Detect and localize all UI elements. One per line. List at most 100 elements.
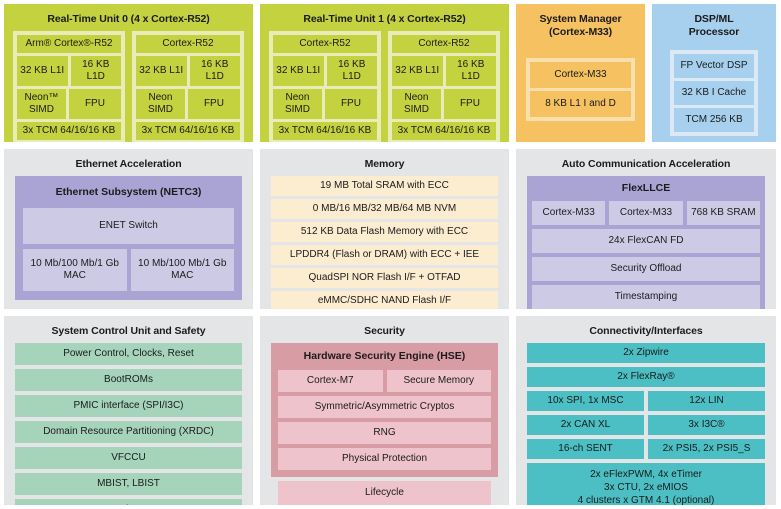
scu-item-list: Power Control, Clocks, Reset BootROMs PM… xyxy=(12,343,245,505)
core-name: Cortex-R52 xyxy=(273,35,377,53)
hse-item: Symmetric/Asymmetric Cryptos xyxy=(278,396,491,418)
panel-dsp-ml-processor: DSP/ML Processor FP Vector DSP 32 KB I C… xyxy=(652,4,776,142)
ethernet-subsystem-title: Ethernet Subsystem (NETC3) xyxy=(55,186,202,198)
core-fpu: FPU xyxy=(324,89,377,119)
flexllce-group: FlexLLCE Cortex-M33 Cortex-M33 768 KB SR… xyxy=(527,176,765,309)
system-manager-title-line2: (Cortex-M33) xyxy=(549,26,612,38)
core-l1d: 16 KB L1D xyxy=(326,56,377,86)
flexllce-item: Timestamping xyxy=(532,285,760,309)
panel-title-auto-comm: Auto Communication Acceleration xyxy=(561,158,731,170)
core-l1-row: 32 KB L1I 16 KB L1D xyxy=(17,56,121,86)
core-l1-row: 32 KB L1I 16 KB L1D xyxy=(392,56,496,86)
panel-title-rtu1: Real-Time Unit 1 (4 x Cortex-R52) xyxy=(303,13,466,25)
system-manager-item: Cortex-M33 xyxy=(530,62,631,88)
ethernet-mac-row: 10 Mb/100 Mb/1 Gb MAC 10 Mb/100 Mb/1 Gb … xyxy=(23,249,234,291)
core-fpu: FPU xyxy=(443,89,496,119)
dsp-item: 32 KB I Cache xyxy=(674,81,754,105)
system-manager-title-line1: System Manager xyxy=(539,13,622,25)
panel-auto-communication-acceleration: Auto Communication Acceleration FlexLLCE… xyxy=(516,149,776,309)
dsp-title-line1: DSP/ML xyxy=(694,13,734,25)
panel-ethernet-acceleration: Ethernet Acceleration Ethernet Subsystem… xyxy=(4,149,253,309)
core-fpu: FPU xyxy=(187,89,240,119)
flexllce-top-row: Cortex-M33 Cortex-M33 768 KB SRAM xyxy=(532,201,760,225)
enet-switch: ENET Switch xyxy=(23,208,234,244)
core-box: Arm® Cortex®-R52 32 KB L1I 16 KB L1D Neo… xyxy=(13,31,125,142)
core-l1i: 32 KB L1I xyxy=(136,56,187,86)
core-simd: Neon™ SIMD xyxy=(17,89,66,119)
panel-real-time-unit-1: Real-Time Unit 1 (4 x Cortex-R52) Cortex… xyxy=(260,4,509,142)
dsp-item: FP Vector DSP xyxy=(674,54,754,78)
core-l1d: 16 KB L1D xyxy=(189,56,240,86)
scu-item: Debug xyxy=(15,499,242,505)
memory-item: 512 KB Data Flash Memory with ECC xyxy=(271,222,498,242)
hardware-security-engine-group: Hardware Security Engine (HSE) Cortex-M7… xyxy=(271,343,498,477)
core-simd: Neon SIMD xyxy=(136,89,185,119)
memory-item: 19 MB Total SRAM with ECC xyxy=(271,176,498,196)
panel-title-scu: System Control Unit and Safety xyxy=(51,325,206,337)
core-box: Cortex-R52 32 KB L1I 16 KB L1D Neon SIMD… xyxy=(269,31,381,142)
connectivity-pair-row: 16-ch SENT 2x PSI5, 2x PSI5_S xyxy=(527,439,765,459)
core-l1i: 32 KB L1I xyxy=(273,56,324,86)
panel-real-time-unit-0: Real-Time Unit 0 (4 x Cortex-R52) Arm® C… xyxy=(4,4,253,142)
panel-title-rtu0: Real-Time Unit 0 (4 x Cortex-R52) xyxy=(47,13,210,25)
flexllce-sram: 768 KB SRAM xyxy=(686,201,760,225)
connectivity-item: 10x SPI, 1x MSC xyxy=(527,391,644,411)
connectivity-flexray: 2x FlexRay® xyxy=(527,367,765,387)
scu-item: Power Control, Clocks, Reset xyxy=(15,343,242,365)
diagram-row-processing: Real-Time Unit 0 (4 x Cortex-R52) Arm® C… xyxy=(4,4,776,142)
core-l1-row: 32 KB L1I 16 KB L1D xyxy=(273,56,377,86)
core-tcm: 3x TCM 64/16/16 KB xyxy=(136,122,240,140)
flexllce-core: Cortex-M33 xyxy=(609,201,683,225)
core-name: Arm® Cortex®-R52 xyxy=(17,35,121,53)
core-simd-fpu-row: Neon SIMD FPU xyxy=(392,89,496,119)
system-manager-inner-group: Cortex-M33 8 KB L1 I and D xyxy=(526,58,635,121)
ethernet-subsystem-group: Ethernet Subsystem (NETC3) ENET Switch 1… xyxy=(15,176,242,300)
core-box: Cortex-R52 32 KB L1I 16 KB L1D Neon SIMD… xyxy=(132,31,244,142)
panel-memory: Memory 19 MB Total SRAM with ECC 0 MB/16… xyxy=(260,149,509,309)
panel-title-ethernet: Ethernet Acceleration xyxy=(75,158,182,170)
core-l1i: 32 KB L1I xyxy=(17,56,68,86)
flexllce-item: 24x FlexCAN FD xyxy=(532,229,760,253)
core-simd-fpu-row: Neon SIMD FPU xyxy=(136,89,240,119)
connectivity-item: 2x CAN XL xyxy=(527,415,644,435)
connectivity-pair-row: 10x SPI, 1x MSC 12x LIN xyxy=(527,391,765,411)
core-tcm: 3x TCM 64/16/16 KB xyxy=(273,122,377,140)
system-manager-item: 8 KB L1 I and D xyxy=(530,91,631,117)
panel-title-memory: Memory xyxy=(364,158,405,170)
panel-title-connectivity: Connectivity/Interfaces xyxy=(589,325,703,337)
connectivity-item: 12x LIN xyxy=(648,391,765,411)
dsp-title-line2: Processor xyxy=(688,26,740,38)
core-tcm: 3x TCM 64/16/16 KB xyxy=(392,122,496,140)
flexllce-core: Cortex-M33 xyxy=(532,201,606,225)
core-l1d: 16 KB L1D xyxy=(70,56,121,86)
panel-title-system-manager: System Manager (Cortex-M33) xyxy=(524,9,637,44)
core-simd: Neon SIMD xyxy=(273,89,322,119)
security-item: Lifecycle xyxy=(278,481,491,505)
panel-system-control-unit-and-safety: System Control Unit and Safety Power Con… xyxy=(4,316,253,505)
connectivity-item: 3x I3C® xyxy=(648,415,765,435)
core-simd: Neon SIMD xyxy=(392,89,441,119)
core-simd-fpu-row: Neon SIMD FPU xyxy=(273,89,377,119)
diagram-row-control-security-connectivity: System Control Unit and Safety Power Con… xyxy=(4,316,776,505)
dsp-inner-group: FP Vector DSP 32 KB I Cache TCM 256 KB xyxy=(670,50,758,136)
memory-item: eMMC/SDHC NAND Flash I/F xyxy=(271,291,498,309)
panel-title-security: Security xyxy=(364,325,405,337)
core-fpu: FPU xyxy=(68,89,121,119)
core-name: Cortex-R52 xyxy=(392,35,496,53)
ethernet-mac: 10 Mb/100 Mb/1 Gb MAC xyxy=(23,249,127,291)
hse-secure-memory: Secure Memory xyxy=(386,370,491,392)
scu-item: PMIC interface (SPI/I3C) xyxy=(15,395,242,417)
scu-item: VFCCU xyxy=(15,447,242,469)
ethernet-mac: 10 Mb/100 Mb/1 Gb MAC xyxy=(130,249,234,291)
connectivity-pair-row: 2x CAN XL 3x I3C® xyxy=(527,415,765,435)
hse-item: Physical Protection xyxy=(278,448,491,470)
core-box: Cortex-R52 32 KB L1I 16 KB L1D Neon SIMD… xyxy=(388,31,500,142)
dsp-item: TCM 256 KB xyxy=(674,108,754,132)
memory-item: QuadSPI NOR Flash I/F + OTFAD xyxy=(271,268,498,288)
memory-item: 0 MB/16 MB/32 MB/64 MB NVM xyxy=(271,199,498,219)
panel-connectivity-interfaces: Connectivity/Interfaces 2x Zipwire 2x Fl… xyxy=(516,316,776,505)
core-l1i: 32 KB L1I xyxy=(392,56,443,86)
memory-item-list: 19 MB Total SRAM with ECC 0 MB/16 MB/32 … xyxy=(268,176,501,309)
panel-title-dsp: DSP/ML Processor xyxy=(660,9,768,44)
